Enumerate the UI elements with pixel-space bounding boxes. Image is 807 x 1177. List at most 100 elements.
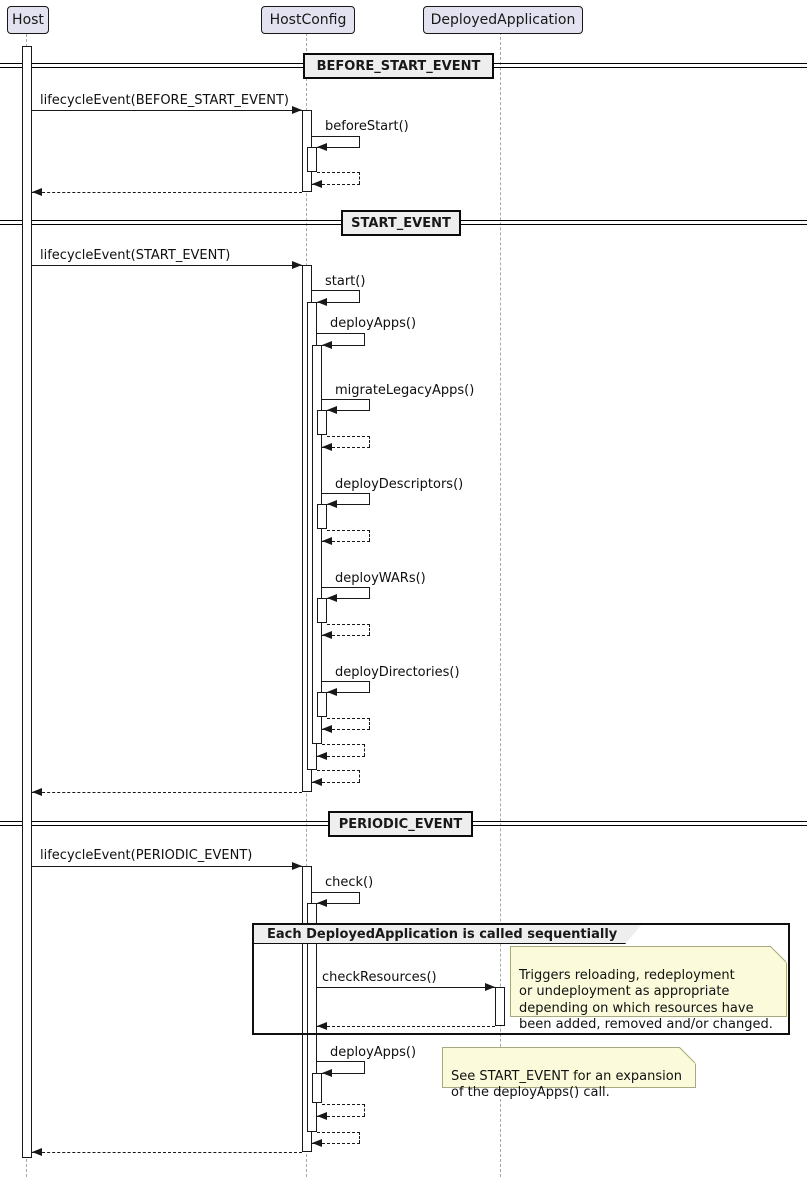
arrowhead-icon: [292, 862, 302, 870]
return-loop-line: [327, 718, 370, 729]
arrowhead-icon: [32, 188, 42, 196]
arrowhead-icon: [317, 1022, 327, 1030]
return-line: [317, 1116, 365, 1117]
return-loop-line: [317, 1132, 360, 1143]
arrowhead-icon: [327, 500, 337, 508]
return-line: [317, 756, 365, 757]
arrowhead-icon: [322, 631, 332, 639]
note-text: See START_EVENT for an expansion of the …: [451, 1068, 682, 1101]
activation-bar-nested: [317, 410, 327, 435]
activation-bar-nested: [317, 692, 327, 717]
return-line: [322, 541, 370, 542]
activation-bar-nested: [317, 598, 327, 623]
activation-bar-deployapps: [312, 345, 322, 744]
return-line: [312, 1143, 360, 1144]
self-call-return-line: [327, 692, 370, 693]
return-loop-line: [322, 1104, 365, 1116]
message-checkresources: checkResources(): [322, 970, 437, 985]
divider-before-start-event: BEFORE_START_EVENT: [303, 53, 494, 79]
return-line: [322, 447, 370, 448]
self-call-line: [322, 587, 370, 598]
return-loop-line: [317, 770, 360, 782]
activation-bar-deployedapplication: [495, 987, 505, 1026]
divider-start-event: START_EVENT: [341, 210, 461, 236]
group-frame: [252, 923, 790, 1035]
arrowhead-icon: [317, 752, 327, 760]
activation-bar-check: [307, 903, 317, 1132]
message-lifecycle-before-start: lifecycleEvent(BEFORE_START_EVENT): [40, 93, 289, 108]
return-to-host: [32, 192, 302, 193]
activation-bar-nested: [312, 1073, 322, 1103]
arrowhead-icon: [327, 594, 337, 602]
arrowhead-icon: [292, 261, 302, 269]
message-deploywars: deployWARs(): [335, 571, 426, 586]
divider-periodic-event: PERIODIC_EVENT: [328, 811, 473, 837]
message-deploydescriptors: deployDescriptors(): [335, 477, 464, 492]
self-call-return-line: [317, 302, 360, 303]
message-deployapps: deployApps(): [330, 316, 417, 331]
call-arrow: [32, 265, 302, 266]
arrowhead-icon: [322, 341, 332, 349]
message-deploydirectories: deployDirectories(): [335, 665, 460, 680]
participant-deployedapplication: DeployedApplication: [423, 6, 583, 34]
return-line: [312, 782, 360, 783]
arrowhead-icon: [32, 788, 42, 796]
self-call-return-line: [317, 903, 360, 904]
self-call-line: [322, 681, 370, 692]
call-arrow: [32, 866, 302, 867]
self-call-return-line: [322, 1073, 365, 1074]
message-start: start(): [325, 274, 366, 289]
self-call-line: [312, 290, 360, 302]
return-loop-line: [327, 530, 370, 541]
self-call-line: [322, 399, 370, 410]
arrowhead-icon: [322, 537, 332, 545]
return-to-host: [32, 792, 302, 793]
return-line: [322, 729, 370, 730]
message-deployapps-periodic: deployApps(): [330, 1045, 417, 1060]
message-lifecycle-start: lifecycleEvent(START_EVENT): [40, 248, 231, 263]
activation-bar-nested: [317, 504, 327, 529]
arrowhead-icon: [317, 143, 327, 151]
return-line: [317, 1026, 495, 1027]
group-frame-title: Each DeployedApplication is called seque…: [254, 925, 641, 944]
message-migratelegacyapps: migrateLegacyApps(): [335, 383, 475, 398]
note-text: Triggers reloading, redeployment or unde…: [519, 967, 773, 1033]
arrowhead-icon: [322, 1069, 332, 1077]
return-to-host: [32, 1152, 302, 1153]
return-loop-line: [322, 744, 365, 756]
activation-bar-host: [22, 46, 32, 1158]
arrowhead-icon: [327, 406, 337, 414]
return-loop-line: [327, 436, 370, 447]
arrowhead-icon: [312, 180, 322, 188]
self-call-line: [317, 1061, 365, 1073]
arrowhead-icon: [322, 443, 332, 451]
self-call-return-line: [327, 410, 370, 411]
return-loop-line: [317, 172, 360, 184]
arrowhead-icon: [317, 899, 327, 907]
note-fold-icon: [770, 946, 787, 963]
self-call-line: [312, 136, 360, 147]
participant-host: Host: [7, 6, 49, 34]
arrowhead-icon: [312, 778, 322, 786]
self-call-return-line: [322, 345, 365, 346]
note-deploy-apps: See START_EVENT for an expansion of the …: [442, 1047, 696, 1100]
arrowhead-icon: [292, 106, 302, 114]
self-call-line: [312, 892, 360, 903]
arrowhead-icon: [317, 1112, 327, 1120]
arrowhead-icon: [327, 688, 337, 696]
lifeline-deployedapplication: [500, 32, 501, 1177]
message-check: check(): [325, 875, 374, 890]
activation-bar-nested: [307, 147, 317, 172]
self-call-line: [322, 493, 370, 504]
self-call-return-line: [317, 147, 360, 148]
message-beforestart: beforeStart(): [325, 119, 409, 134]
message-lifecycle-periodic: lifecycleEvent(PERIODIC_EVENT): [40, 848, 253, 863]
self-call-line: [317, 333, 365, 345]
return-line: [312, 184, 360, 185]
self-call-return-line: [327, 504, 370, 505]
self-call-return-line: [327, 598, 370, 599]
call-arrow: [317, 987, 495, 988]
arrowhead-icon: [317, 298, 327, 306]
return-line: [322, 635, 370, 636]
